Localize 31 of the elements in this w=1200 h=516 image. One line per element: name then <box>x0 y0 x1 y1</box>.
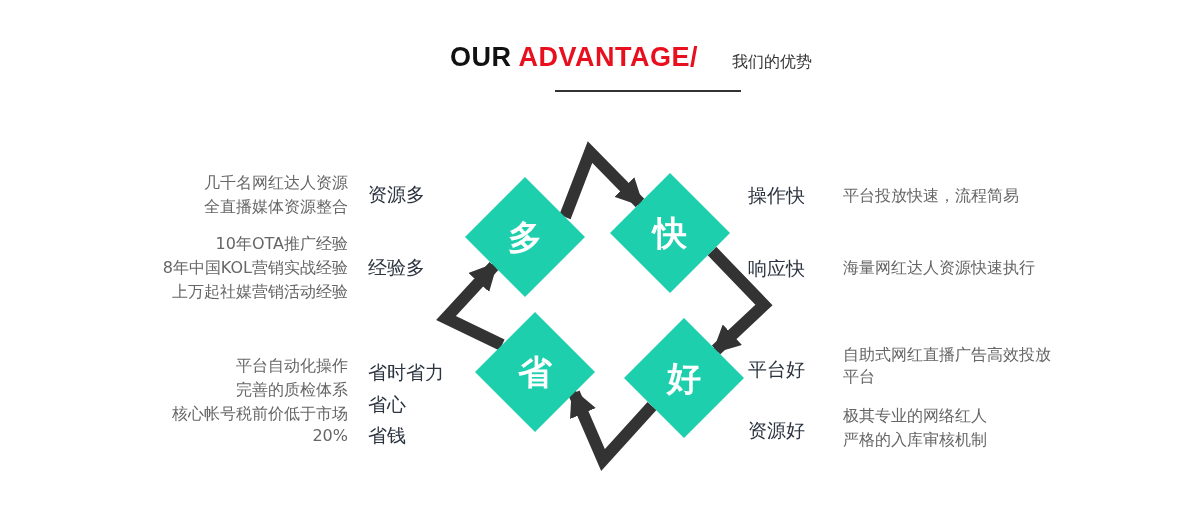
feature-description: 8年中国KOL营销实战经验 <box>162 257 348 279</box>
feature-description: 极其专业的网络红人 <box>843 405 987 427</box>
feature-description: 海量网红达人资源快速执行 <box>843 257 1035 279</box>
chevron-arrow <box>436 261 505 351</box>
feature-title: 资源好 <box>748 418 805 443</box>
feature-description: 平台自动化操作 <box>236 355 348 377</box>
heading: OUR ADVANTAGE/ <box>450 42 698 73</box>
chevron-arrow <box>707 246 773 355</box>
feature-title: 省时省力 <box>368 360 444 385</box>
feature-description: 平台投放快速，流程简易 <box>843 185 1019 207</box>
diamond-label: 好 <box>665 357 702 400</box>
feature-description: 10年OTA推广经验 <box>215 233 348 255</box>
feature-description: 完善的质检体系 <box>236 379 348 401</box>
subtitle: 我们的优势 <box>732 52 812 73</box>
feature-title: 省钱 <box>368 423 406 448</box>
feature-description: 几千名网红达人资源 <box>204 172 348 194</box>
diamond-label: 快 <box>650 212 688 255</box>
feature-description: 上万起社媒营销活动经验 <box>172 281 348 303</box>
diamond-label: 省 <box>517 351 553 394</box>
feature-description: 自助式网红直播广告高效投放平台 <box>843 344 1052 388</box>
feature-description: 全直播媒体资源整合 <box>204 196 348 218</box>
feature-description: 核心帐号税前价低于市场20% <box>171 403 348 447</box>
chevron-arrow <box>559 141 645 220</box>
feature-title: 经验多 <box>368 255 425 280</box>
diamond-label: 多 <box>507 216 543 259</box>
feature-title: 平台好 <box>748 357 805 382</box>
feature-description: 严格的入库审核机制 <box>843 429 987 451</box>
feature-title: 资源多 <box>368 182 425 207</box>
feature-title: 响应快 <box>748 256 805 281</box>
feature-title: 省心 <box>368 392 406 417</box>
feature-title: 操作快 <box>748 183 805 208</box>
